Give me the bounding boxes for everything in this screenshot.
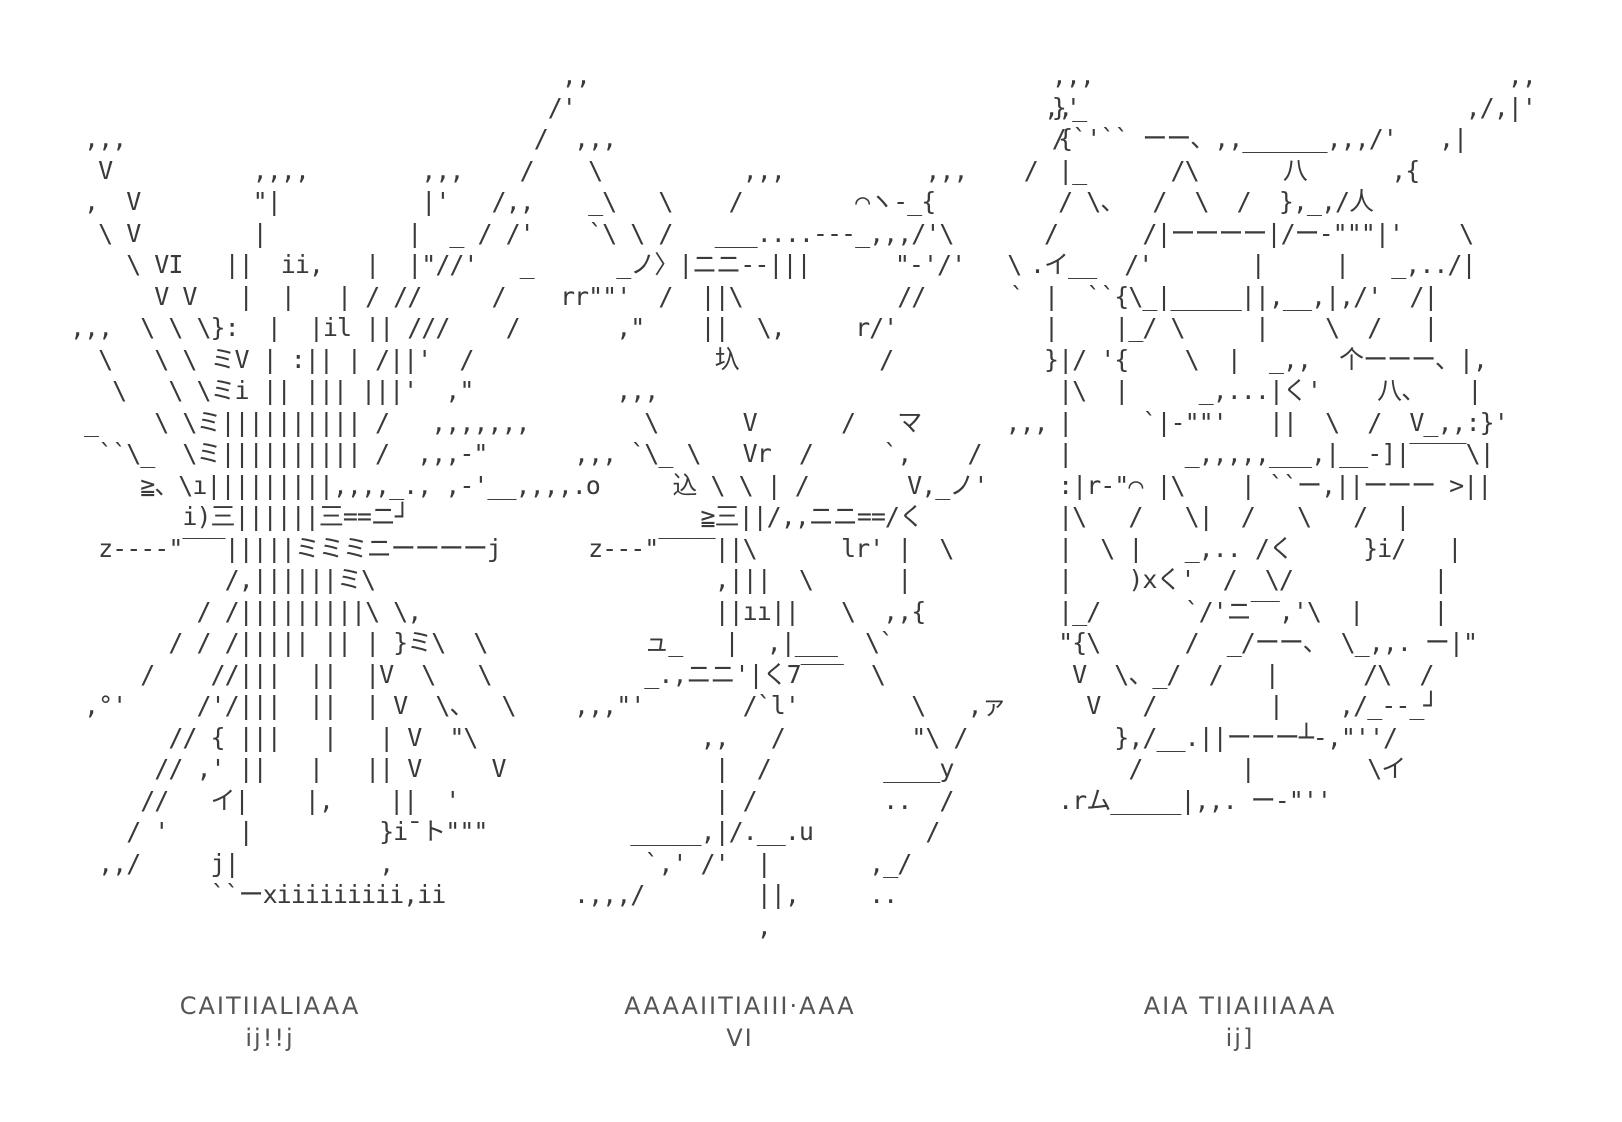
ascii-art-line: ," || \, r/': [616, 313, 898, 342]
ascii-art-line: ,,_ ,/,|': [1044, 92, 1537, 122]
ascii-art-line: / \、 / \ / },_,/人: [1058, 187, 1374, 216]
ascii-art-line: \ VI || ii, | |"//' _: [126, 250, 534, 279]
ascii-art-line: }|/ '{ \ | _,, 个ーーー、|,: [1044, 344, 1488, 374]
ascii-art-line: ,,/ j| ,: [98, 848, 394, 878]
ascii-art-line: V ,,,, ,,, /: [98, 155, 535, 185]
ascii-art-line: \ V / マ ,,,: [644, 407, 1048, 437]
ascii-art-line: / / /||||| || | }ミ\ \: [168, 628, 488, 657]
ascii-art-line: / ' | }i¯ト""": [126, 817, 488, 846]
ascii-art-line: /': [547, 92, 577, 122]
caption-subtitle: ij!!j: [245, 1024, 295, 1052]
ascii-art-line: | ``{\_|_____||,__,|,/' /|: [1044, 281, 1438, 311]
caption-title: AIA TIIAIIIAAA: [1143, 992, 1337, 1020]
ascii-art-line: | `|-""' || \ / V_,,:}': [1058, 407, 1509, 437]
ascii-art-line: i)三||||||三==ニ┘: [182, 502, 410, 531]
ascii-art-line: ,, / "\ /: [700, 722, 969, 752]
ascii-art-line: / | \イ: [1128, 754, 1406, 783]
ascii-art-line: {`'`` ーー、,,______,,,/' ,|: [1058, 124, 1468, 153]
ascii-art-line: 圦 /: [714, 344, 895, 374]
figure-2-caption: AAAAIITIAIII·AAA VI: [610, 990, 870, 1054]
ascii-art-line: ,||| \ |: [714, 565, 913, 594]
ascii-art-line: "{\ / _/ーー、 \_,,. ー|": [1058, 628, 1478, 657]
ascii-art-line: .rム_____|,,. ー-"'': [1058, 785, 1332, 815]
ascii-art-line: z----"‾‾‾|||||ミミミニーーーーj: [98, 533, 502, 563]
ascii-art-line: ``ーxiiiiiiiii,ii: [210, 880, 447, 909]
ascii-art-line: `,' /' | ,_/: [644, 848, 912, 878]
ascii-art-line: ``\_ \ミ|||||||||| / ,,,-": [98, 439, 488, 468]
ascii-art-line: ,°' /'/||| || | V \、 \: [84, 691, 516, 720]
ascii-art-line: ,,,: [1051, 61, 1095, 90]
ascii-art-line: .,,,/ ||, ..: [574, 880, 898, 909]
ascii-art-line: / /|ーーーー|/ー-"""|' \: [1044, 218, 1474, 248]
ascii-art-line: / /|||||||||\ \,: [196, 596, 422, 626]
ascii-art-line: ュ_ | ,|___ \`: [644, 628, 894, 657]
ascii-art-line: },/__.||ーーー┴-,"''/: [1114, 722, 1398, 752]
ascii-art-line: / //||| || |V \ \: [140, 659, 492, 689]
ascii-art-line: | / .. /: [714, 785, 955, 815]
ascii-art-line: _____,|/.__.u /: [630, 817, 940, 846]
ascii-art-figure-2: ,,, }' ,,, / \ ,,, ,,, / _\ \ / ⌒ヽ-_{ `\…: [560, 60, 1095, 942]
ascii-art-line: ≧、\ı|||||||||,,,,_., ,-'__,,,,.o: [140, 470, 601, 500]
ascii-art-line: ||ıı|| \ ,,{: [714, 596, 927, 626]
ascii-art-line: |\ / \| / \ / |: [1058, 502, 1410, 531]
ascii-art-line: | \ | _,.. /く }i/ |: [1058, 533, 1462, 563]
ascii-art-line: _ノ〉|ニニ--||| "-'/' \: [616, 250, 1022, 279]
ascii-art-line: // { ||| | | V "\: [168, 722, 478, 752]
ascii-art-line: | _,,,,,___,|__-]|‾‾‾‾\|: [1058, 439, 1495, 468]
ascii-art-line: V / | ,/_--_┘: [1086, 691, 1438, 720]
ascii-art-line: ,,: [1507, 61, 1537, 90]
ascii-art-line: // ,' || | || V V: [154, 754, 506, 783]
figure-1-caption: CAITIIALIAAA ij!!j: [140, 990, 400, 1054]
ascii-art-line: V V | | | / // /: [154, 281, 506, 311]
ascii-art-line: \ ,,, ,,, /: [588, 155, 1039, 185]
caption-subtitle: ij]: [1225, 1024, 1255, 1052]
ascii-art-line: ,,, /: [574, 124, 1067, 153]
ascii-art-line: ,,, `\_ \ Vr / `, /: [574, 439, 982, 468]
caption-title: CAITIIALIAAA: [179, 992, 361, 1020]
ascii-art-line: :|r-"⌒ |\ | ``ー,||ーーー >||: [1058, 470, 1492, 500]
ascii-art-line: /,||||||ミ\: [224, 565, 376, 594]
ascii-art-line: | )xく' / \/ |: [1058, 565, 1448, 594]
ascii-art-line: \ \ \ ミV | :|| | /||' /: [98, 344, 474, 374]
ascii-art-line: ,,,"' /`l' \ ,ァ: [574, 691, 1006, 720]
ascii-art-line: }': [1051, 92, 1081, 122]
caption-subtitle: VI: [726, 1024, 754, 1052]
ascii-art-line: _\ \ / ⌒ヽ-_{: [588, 187, 936, 216]
ascii-art-line: ,: [756, 911, 772, 941]
ascii-art-line: ,,: [561, 61, 591, 90]
ascii-art-line: |\ | _,...|く' 八、 |: [1058, 376, 1482, 405]
ascii-art-line: V \、_/ / | /\ /: [1072, 659, 1434, 689]
ascii-art-line: ,,, \ \ \}: | |il || /// /: [70, 313, 521, 342]
ascii-art-line: \ \ \ミi || ||| |||' ,": [112, 376, 474, 405]
ascii-art-line: z---"‾‾‾‾||\ lr' | \: [588, 533, 954, 563]
ascii-art-line: |_ /\ 八 ,{: [1058, 155, 1420, 185]
ascii-art-line: ≧三||/,,ニニ==/く: [700, 502, 924, 531]
ascii-art-line: ,,,: [616, 376, 659, 405]
ascii-art-line: 込 \ \ | / V,_ノ': [672, 470, 988, 500]
ascii-art-line: \ V | | _ / /': [98, 218, 535, 248]
ascii-art-line: _.,ニニ'|く7‾‾‾ \: [644, 659, 886, 689]
ascii-art-line: // イ| |, || ': [140, 785, 460, 815]
ascii-art-line: .イ__ /' | | _,../|: [1030, 250, 1477, 279]
ascii-art-line: rr""' / ||\ // `: [560, 281, 1025, 311]
ascii-art-line: |_/ `/'ニ‾‾,'\ | |: [1058, 596, 1448, 626]
ascii-art-line: | |_/ \ | \ / |: [1044, 313, 1438, 342]
ascii-art-line: `\ \ / ___....---_,,,/'\: [588, 218, 954, 248]
ascii-art-line: | / ____y: [714, 754, 955, 783]
ascii-art-line: ,,, /: [84, 124, 549, 153]
caption-title: AAAAIITIAIII·AAA: [624, 992, 856, 1020]
figure-3-caption: AIA TIIAIIIAAA ij]: [1110, 990, 1370, 1054]
ascii-art-figure-3: ,, ,,_ ,/,|' {`'`` ーー、,,______,,,/' ,| |…: [1030, 60, 1537, 816]
ascii-art-line: , V "| |' /,,: [84, 187, 535, 216]
ascii-art-line: _ \ \ミ|||||||||| / ,,,,,,,: [84, 407, 531, 437]
ascii-art-figure-1: ,, /' ,,, / V ,,,, ,,, / , V "| |' /,, \…: [70, 60, 601, 911]
